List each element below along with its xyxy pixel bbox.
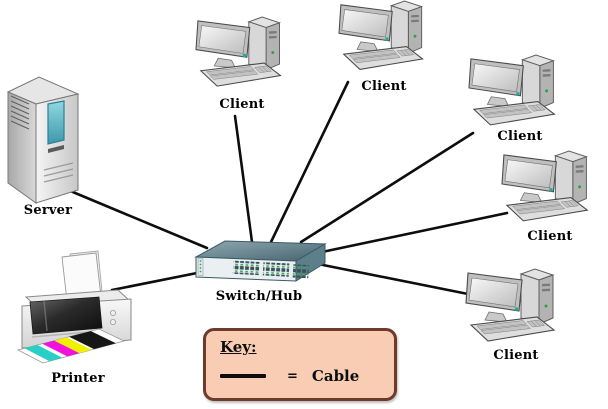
printer-lid (29, 296, 103, 335)
client3-icon (468, 54, 555, 126)
cables (66, 80, 509, 297)
switch-leds (199, 260, 202, 273)
key-equals: = (287, 368, 298, 384)
switch-ports (232, 260, 309, 279)
client5-label: Client (493, 348, 539, 363)
key-row: = Cable (220, 367, 394, 385)
cable-client3-switch (299, 131, 475, 244)
client2-icon (338, 0, 424, 70)
cable-server-switch (66, 188, 209, 250)
client1-icon (195, 16, 282, 87)
server-icon (6, 76, 80, 204)
client4-icon (501, 150, 588, 222)
client5-icon (465, 268, 555, 342)
server-label: Server (23, 203, 73, 218)
cable-client4-switch (320, 211, 509, 254)
server-vents-bottom (43, 162, 74, 183)
cable-client2-switch (269, 80, 350, 244)
printer-label: Printer (51, 371, 105, 386)
cable-client5-switch (316, 262, 475, 297)
switch-label: Switch/Hub (215, 289, 303, 304)
cable-printer-switch (110, 270, 204, 292)
printer-icon (16, 250, 133, 364)
key-cable-label: Cable (311, 367, 360, 385)
client3-label: Client (497, 129, 543, 144)
printer-output-sheet (16, 328, 126, 364)
switch-icon (194, 240, 327, 282)
key-title: Key: (220, 338, 257, 356)
cable-client1-switch (233, 114, 254, 244)
client2-label: Client (361, 79, 407, 94)
cable-line-swatch (220, 374, 266, 378)
client4-label: Client (527, 229, 573, 244)
client1-label: Client (219, 97, 265, 112)
server-panel (47, 100, 65, 145)
key-legend: Key: = Cable (203, 328, 397, 401)
server-slot (48, 145, 64, 153)
server-vents-top (10, 95, 30, 130)
